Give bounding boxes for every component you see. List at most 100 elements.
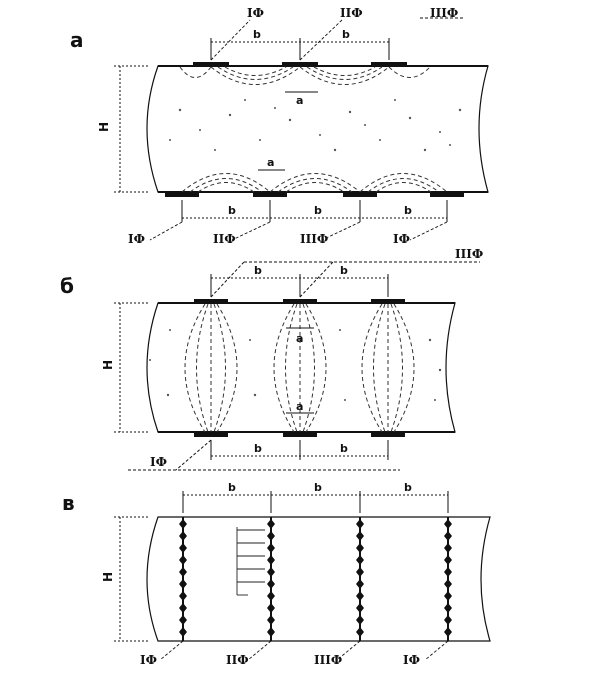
rod-diamond-marker [179, 627, 187, 637]
rod-diamond-marker [444, 555, 452, 565]
panel-a-height-label: H [97, 122, 111, 132]
rod-diamond-marker [356, 579, 364, 589]
panel-b-stipple [149, 329, 442, 401]
panel-a-bottom-phase-4: IФ [393, 232, 410, 246]
rod-diamond-marker [267, 591, 275, 601]
panel-c-top-spacing [182, 491, 449, 513]
rod-diamond-marker [267, 555, 275, 565]
panel-c-spacing-label: b [314, 481, 322, 494]
panel-a-spacing-label: b [342, 28, 350, 41]
panel-b-spacing-label: b [340, 264, 348, 277]
rod-diamond-marker [444, 543, 452, 553]
panel-b-top-spacing [210, 261, 480, 298]
panel-a-bottom-phase-3: IIIФ [300, 232, 328, 246]
panel-a-stipple [169, 99, 462, 152]
rod-diamond-marker [267, 615, 275, 625]
panel-a-bottom-spacing [181, 200, 448, 222]
panel-b: б a a H [60, 247, 483, 471]
rod-diamond-marker [267, 567, 275, 577]
panel-a-bottom-phase-1: IФ [128, 232, 145, 246]
rod-diamond-marker [356, 555, 364, 565]
panel-c-electrode-rods [182, 517, 449, 641]
rod-diamond-marker [179, 579, 187, 589]
panel-a-bottom-electrode [253, 192, 287, 197]
rod-diamond-marker [356, 543, 364, 553]
rod-diamond-marker [179, 603, 187, 613]
rod-diamond-marker [444, 627, 452, 637]
rod-diamond-marker [444, 615, 452, 625]
panel-b-label: б [60, 274, 74, 298]
panel-c-body [146, 516, 491, 642]
rod-diamond-marker [179, 591, 187, 601]
panel-c: в H b b [62, 481, 491, 667]
rod-diamond-marker [267, 579, 275, 589]
panel-a-field-lines-top [179, 66, 431, 85]
panel-b-gap-label-top: a [296, 332, 303, 345]
panel-a-top-phase-1: IФ [247, 6, 264, 20]
panel-a-top-spacing [210, 38, 390, 60]
panel-c-bottom-phase-4: IФ [403, 653, 420, 667]
panel-a-bottom-electrode [165, 192, 199, 197]
panel-b-bottom-electrode [283, 432, 317, 437]
panel-c-bottom-phase-3: IIIФ [314, 653, 342, 667]
rod-diamond-marker [179, 543, 187, 553]
rod-diamond-marker [179, 519, 187, 529]
panel-a-spacing-label: b [253, 28, 261, 41]
panel-a-top-electrode [371, 62, 407, 67]
panel-b-spacing-label: b [340, 442, 348, 455]
rod-diamond-marker [179, 531, 187, 541]
rod-diamond-marker [444, 519, 452, 529]
panel-b-spacing-label: b [254, 264, 262, 277]
rod-diamond-marker [356, 591, 364, 601]
panel-a: а [70, 6, 489, 246]
rod-diamond-marker [179, 615, 187, 625]
panel-a-top-phase-2: IIФ [340, 6, 363, 20]
panel-a-spacing-label: b [404, 204, 412, 217]
rod-diamond-marker [356, 519, 364, 529]
panel-c-spacing-label: b [404, 481, 412, 494]
rod-diamond-marker [444, 591, 452, 601]
panel-b-top-phase: IIIФ [455, 247, 483, 261]
panel-c-diamonds [179, 519, 452, 637]
panel-a-bottom-electrode [430, 192, 464, 197]
panel-a-spacing-label: b [228, 204, 236, 217]
rod-diamond-marker [267, 531, 275, 541]
rod-diamond-marker [444, 531, 452, 541]
panel-b-top-electrode [283, 299, 317, 304]
panel-b-bottom-spacing [128, 439, 400, 471]
panel-a-top-electrode [282, 62, 318, 67]
rod-diamond-marker [267, 543, 275, 553]
panel-a-top-phase-3: IIIФ [430, 6, 458, 20]
panel-b-bottom-phase: IФ [150, 455, 167, 469]
panel-c-spacing-label: b [228, 481, 236, 494]
panel-a-label: а [70, 28, 84, 52]
panel-a-bottom-phase-2: IIФ [213, 232, 236, 246]
panel-b-top-electrode [371, 299, 405, 304]
panel-a-field-lines-bottom [181, 173, 448, 193]
panel-b-bottom-electrode [371, 432, 405, 437]
rod-diamond-marker [267, 627, 275, 637]
panel-c-label: в [62, 491, 75, 515]
panel-c-bottom-phase-2: IIФ [226, 653, 249, 667]
rod-diamond-marker [179, 567, 187, 577]
panel-b-spacing-label: b [254, 442, 262, 455]
panel-b-field-lines [184, 303, 415, 433]
rod-diamond-marker [179, 555, 187, 565]
rod-diamond-marker [356, 615, 364, 625]
rod-diamond-marker [267, 603, 275, 613]
rod-diamond-marker [356, 603, 364, 613]
panel-a-spacing-label: b [314, 204, 322, 217]
panel-c-height-label: H [101, 572, 115, 582]
rod-diamond-marker [356, 627, 364, 637]
panel-b-height-label: H [101, 360, 115, 370]
rod-diamond-marker [356, 567, 364, 577]
panel-a-gap-label-top: a [296, 94, 303, 107]
panel-c-flow-arrows [236, 527, 265, 596]
rod-diamond-marker [267, 519, 275, 529]
panel-c-bottom-phase-1: IФ [140, 653, 157, 667]
panel-b-top-electrode [194, 299, 228, 304]
rod-diamond-marker [356, 531, 364, 541]
panel-a-bottom-electrode [343, 192, 377, 197]
